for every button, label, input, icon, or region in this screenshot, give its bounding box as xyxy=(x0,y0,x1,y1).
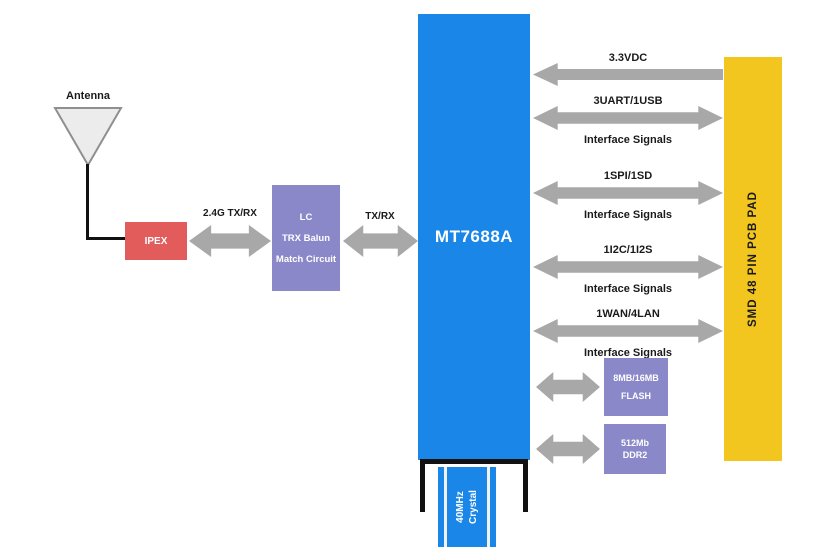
bus-i2c-i2s-sublabel: Interface Signals xyxy=(583,283,673,295)
ddr2-box: 512Mb DDR2 xyxy=(604,424,666,474)
ddr2-line-1: 512Mb xyxy=(620,438,649,448)
crystal-stripe-left xyxy=(444,467,447,547)
ipex-label: IPEX xyxy=(144,235,168,247)
mt7688a-chip: MT7688A xyxy=(418,14,530,460)
bus-wan-lan-label: 1WAN/4LAN xyxy=(596,308,660,320)
chip-label: MT7688A xyxy=(434,227,514,246)
crystal-label: 40MHz Crystal xyxy=(438,467,496,547)
balun-line-3: Match Circuit xyxy=(275,253,337,265)
ddr2-arrow-icon xyxy=(536,434,600,464)
crystal-bracket xyxy=(420,459,528,512)
bus-uart-usb-label: 3UART/1USB xyxy=(593,95,663,107)
pcb-pad: SMD 48 PIN PCB PAD xyxy=(724,57,782,461)
bus-33vdc-label: 3.3VDC xyxy=(608,52,648,64)
bus-uart-usb-sublabel: Interface Signals xyxy=(583,134,673,146)
balun-box: LC TRX Balun Match Circuit xyxy=(272,185,340,291)
balun-line-2: TRX Balun xyxy=(281,232,331,244)
antenna-wire-horizontal xyxy=(86,237,126,240)
bus-wan-lan-arrow-icon xyxy=(533,319,723,343)
rf-link-label: 2.4G TX/RX xyxy=(203,208,257,219)
txrx-arrow-icon xyxy=(343,225,418,257)
antenna-label: Antenna xyxy=(66,90,110,102)
rf-link-arrow-icon xyxy=(189,225,271,257)
flash-line-2: FLASH xyxy=(621,391,651,401)
crystal-box: 40MHz Crystal xyxy=(438,467,496,547)
ipex-box: IPEX xyxy=(125,222,187,260)
bus-33vdc-arrow-icon xyxy=(533,63,723,86)
bus-wan-lan-sublabel: Interface Signals xyxy=(583,347,673,359)
crystal-line-2: Crystal xyxy=(468,490,479,524)
bus-i2c-i2s-label: 1I2C/1I2S xyxy=(603,244,653,256)
flash-line-1: 8MB/16MB xyxy=(613,373,659,383)
txrx-label: TX/RX xyxy=(365,211,395,222)
balun-line-1: LC xyxy=(299,211,313,223)
bus-i2c-i2s-arrow-icon xyxy=(533,255,723,279)
bus-uart-usb-arrow-icon xyxy=(533,106,723,130)
flash-arrow-icon xyxy=(536,372,600,402)
bus-spi-sd-arrow-icon xyxy=(533,181,723,205)
bus-spi-sd-sublabel: Interface Signals xyxy=(583,209,673,221)
bus-spi-sd-label: 1SPI/1SD xyxy=(603,170,653,182)
crystal-line-1: 40MHz xyxy=(455,491,466,523)
pcb-pad-label: SMD 48 PIN PCB PAD xyxy=(747,191,759,328)
flash-box: 8MB/16MB FLASH xyxy=(604,358,668,416)
crystal-stripe-right xyxy=(487,467,490,547)
ddr2-line-2: DDR2 xyxy=(622,450,648,460)
antenna-icon xyxy=(53,107,123,167)
antenna-wire-vertical xyxy=(86,164,89,240)
